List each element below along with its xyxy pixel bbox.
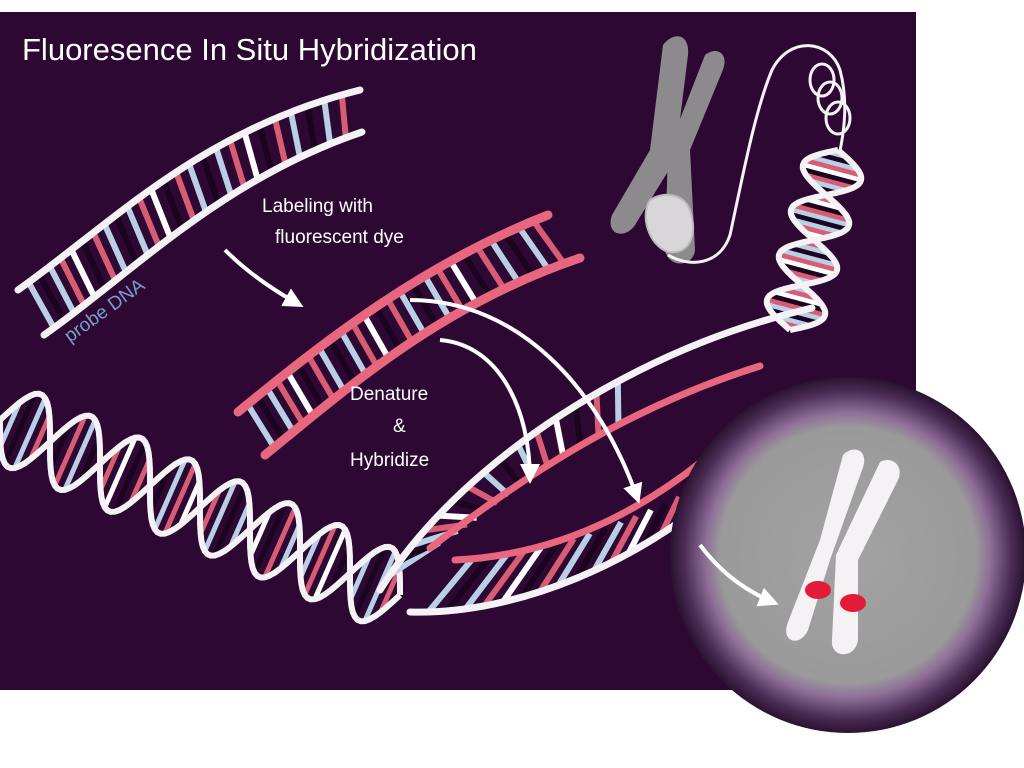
fluorescent-signal-icon [805, 581, 866, 612]
arrow-icon [223, 248, 304, 307]
labeling-label-line1: Labeling with [262, 196, 373, 217]
arrow-icon [698, 543, 779, 607]
arrow-icon [409, 298, 643, 504]
labeling-label-line2: fluorescent dye [275, 227, 404, 248]
chromatin-coil [808, 62, 852, 136]
denature-label-line2: & [393, 416, 406, 437]
probe-dna-strand [14, 86, 366, 339]
arrow-icon [439, 338, 540, 484]
denature-label-line3: Hybridize [350, 450, 429, 471]
labeled-probe-strand [233, 210, 585, 460]
chromatin-fiber [667, 44, 847, 264]
target-dna-helix [0, 390, 403, 625]
denature-label-line1: Denature [350, 384, 428, 405]
diagram-title: Fluoresence In Situ Hybridization [22, 32, 477, 67]
chromosome-icon [610, 36, 725, 264]
